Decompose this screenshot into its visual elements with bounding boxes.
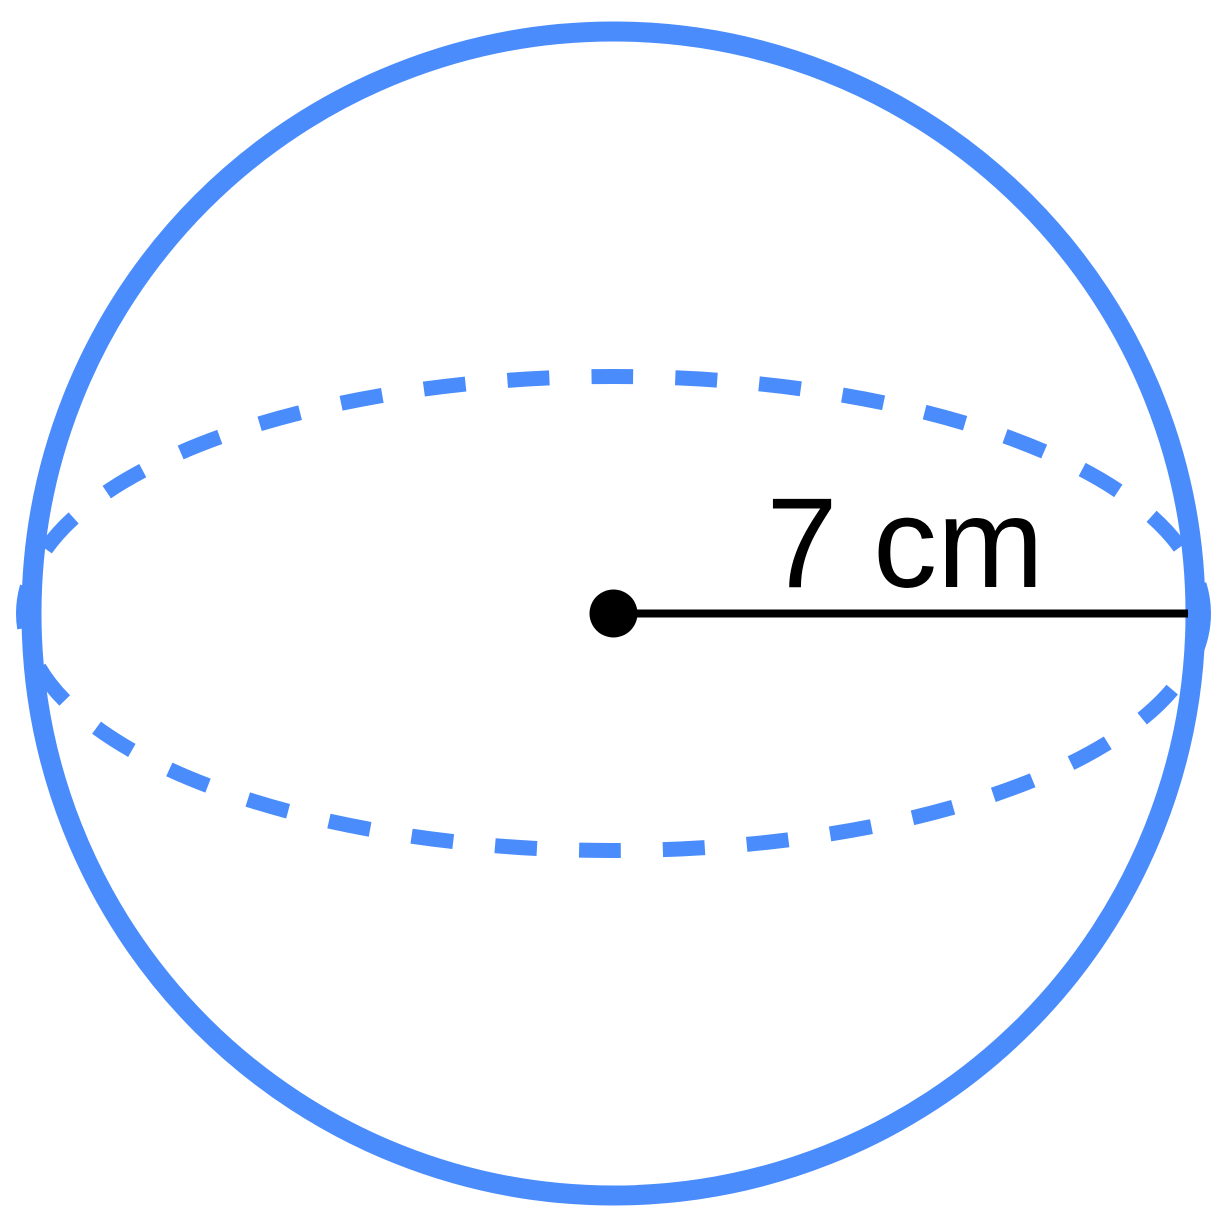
equator-dashed-ellipse: [16, 369, 1211, 858]
center-point: [589, 589, 638, 638]
sphere-outline: [21, 21, 1206, 1206]
radius-label: 7 cm: [766, 472, 1043, 615]
